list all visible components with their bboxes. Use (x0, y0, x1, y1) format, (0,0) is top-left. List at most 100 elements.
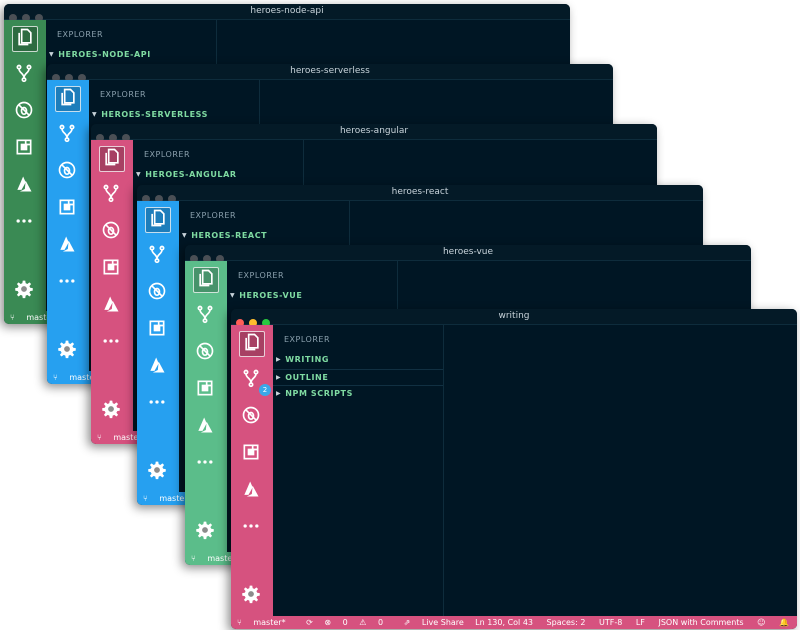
indentation[interactable]: Spaces: 2 (546, 618, 586, 627)
section-outline[interactable]: ▶OUTLINE (273, 369, 443, 385)
debug-view-button[interactable] (239, 405, 263, 429)
close-button[interactable] (96, 134, 104, 142)
source-control-view-button[interactable] (99, 183, 123, 207)
files-view-button[interactable] (55, 86, 81, 112)
azure-view-button[interactable] (193, 415, 217, 439)
section-heroes-node-api[interactable]: ▼HEROES-NODE-API (46, 47, 216, 62)
minimize-button[interactable] (203, 255, 211, 263)
manage-button[interactable] (239, 584, 263, 608)
section-heroes-react[interactable]: ▼HEROES-REACT (179, 228, 349, 243)
close-button[interactable] (236, 319, 244, 327)
close-button[interactable] (142, 195, 150, 203)
manage-button[interactable] (99, 399, 123, 423)
manage-button[interactable] (12, 279, 36, 303)
branch-icon: ⑂ (53, 373, 58, 382)
files-icon (148, 208, 168, 232)
azure-view-button[interactable] (99, 294, 123, 318)
maximize-button[interactable] (78, 74, 86, 82)
minimize-button[interactable] (65, 74, 73, 82)
debug-view-button[interactable] (193, 341, 217, 365)
extensions-view-button[interactable] (99, 257, 123, 281)
section-writing[interactable]: ▶WRITING (273, 352, 443, 367)
language-mode[interactable]: JSON with Comments (658, 618, 744, 627)
explorer-label: EXPLORER (190, 211, 236, 220)
extensions-view-button[interactable] (239, 442, 263, 466)
section-label: OUTLINE (285, 373, 329, 382)
section-heroes-angular[interactable]: ▼HEROES-ANGULAR (133, 167, 303, 182)
maximize-button[interactable] (122, 134, 130, 142)
more-view-button[interactable] (99, 331, 123, 355)
more-view-button[interactable] (145, 392, 169, 416)
azure-view-button[interactable] (12, 174, 36, 198)
maximize-button[interactable] (168, 195, 176, 203)
source-control-view-button[interactable] (12, 63, 36, 87)
source-control-view-button[interactable] (193, 304, 217, 328)
section-npm-scripts[interactable]: ▶NPM SCRIPTS (273, 385, 443, 401)
minimize-button[interactable] (249, 319, 257, 327)
activity-bar (137, 201, 179, 492)
collapse-arrow-icon: ▼ (230, 292, 236, 299)
branch-status[interactable]: ⑂ master (143, 494, 197, 503)
close-button[interactable] (190, 255, 198, 263)
files-view-button[interactable] (12, 26, 38, 52)
collapse-arrow-icon: ▼ (49, 51, 55, 58)
close-button[interactable] (9, 14, 17, 22)
problems-status[interactable]: ⊗ 0 ⚠ 0 (324, 618, 392, 627)
branch-icon: ⑂ (97, 433, 102, 442)
encoding[interactable]: UTF-8 (598, 618, 623, 627)
azure-view-button[interactable] (55, 234, 79, 258)
extensions-view-button[interactable] (145, 318, 169, 342)
line-ending[interactable]: LF (635, 618, 645, 627)
notifications-bell-icon[interactable]: 🔔 (779, 618, 789, 627)
more-view-button[interactable] (193, 452, 217, 476)
error-icon: ⊗ (324, 618, 332, 627)
branch-status[interactable]: ⑂ master* (237, 618, 295, 627)
debug-icon (101, 220, 121, 244)
extensions-view-button[interactable] (193, 378, 217, 402)
manage-button[interactable] (145, 460, 169, 484)
section-label: HEROES-REACT (191, 231, 268, 240)
section-heroes-vue[interactable]: ▼HEROES-VUE (227, 288, 397, 303)
debug-view-button[interactable] (145, 281, 169, 305)
maximize-button[interactable] (35, 14, 43, 22)
branch-name: master (159, 494, 188, 503)
azure-view-button[interactable] (239, 479, 263, 503)
manage-button[interactable] (193, 520, 217, 544)
files-view-button[interactable] (145, 207, 171, 233)
minimize-button[interactable] (155, 195, 163, 203)
explorer-label: EXPLORER (100, 90, 146, 99)
minimize-button[interactable] (22, 14, 30, 22)
branch-status[interactable]: ⑂ master (53, 373, 107, 382)
live-share-button[interactable]: ⇗ Live Share (404, 618, 473, 627)
section-heroes-serverless[interactable]: ▼HEROES-SERVERLESS (89, 107, 259, 122)
branch-status[interactable]: ⑂ master (97, 433, 151, 442)
debug-view-button[interactable] (99, 220, 123, 244)
manage-button[interactable] (55, 339, 79, 363)
collapse-arrow-icon: ▼ (182, 232, 188, 239)
feedback-smiley-icon[interactable]: ☺ (757, 618, 766, 627)
azure-view-button[interactable] (145, 355, 169, 379)
minimize-button[interactable] (109, 134, 117, 142)
close-button[interactable] (52, 74, 60, 82)
source-control-view-button[interactable] (145, 244, 169, 268)
more-view-button[interactable] (239, 516, 263, 540)
title-bar: heroes-node-api (4, 4, 570, 22)
source-control-view-button[interactable] (55, 123, 79, 147)
extensions-view-button[interactable] (55, 197, 79, 221)
sync-icon[interactable]: ⟳ (306, 618, 313, 627)
files-view-button[interactable] (99, 146, 125, 172)
debug-view-button[interactable] (12, 100, 36, 124)
files-view-button[interactable] (193, 267, 219, 293)
extensions-view-button[interactable] (12, 137, 36, 161)
more-view-button[interactable] (55, 271, 79, 295)
branch-status[interactable]: ⑂ master (191, 554, 245, 563)
source-control-view-button[interactable]: 2 (239, 368, 271, 396)
maximize-button[interactable] (216, 255, 224, 263)
debug-view-button[interactable] (55, 160, 79, 184)
cursor-position[interactable]: Ln 130, Col 43 (475, 618, 533, 627)
branch-status[interactable]: ⑂ master (10, 313, 64, 322)
more-view-button[interactable] (12, 211, 36, 235)
files-view-button[interactable] (239, 331, 265, 357)
source-control-icon (147, 244, 167, 268)
maximize-button[interactable] (262, 319, 270, 327)
